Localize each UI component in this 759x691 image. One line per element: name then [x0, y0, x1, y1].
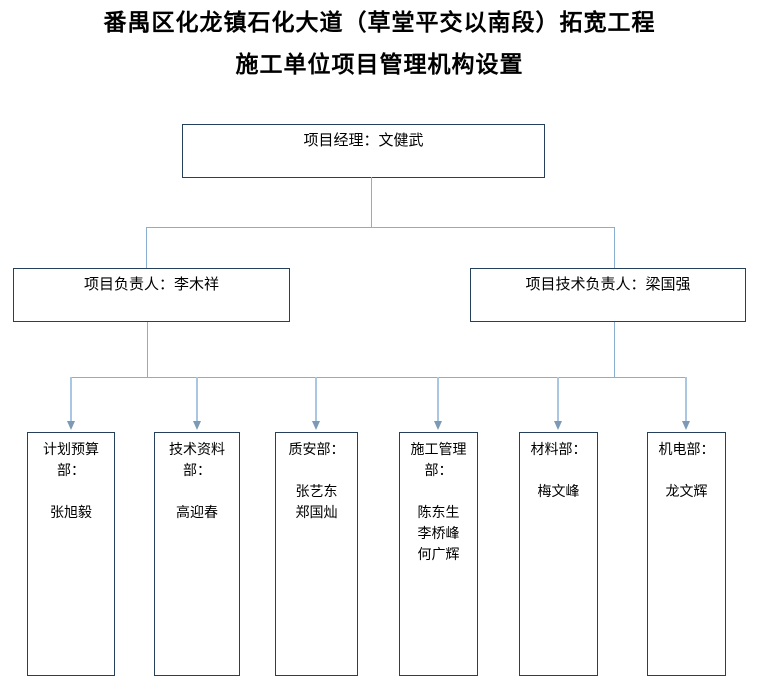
connector-right-manager-drop — [614, 227, 615, 268]
dept-members: 龙文辉 — [658, 482, 715, 503]
node-project-manager-label: 项目经理：文健武 — [303, 133, 424, 149]
node-dept-planning-budget: 计划预算部： 张旭毅 — [27, 432, 115, 676]
arrow-down-icon — [312, 421, 320, 430]
node-dept-materials: 材料部： 梅文峰 — [519, 432, 598, 676]
dept-members: 张艺东 郑国灿 — [286, 482, 347, 524]
dept-members: 梅文峰 — [530, 482, 587, 503]
arrow-stem — [196, 377, 198, 422]
node-technical-leader: 项目技术负责人：梁国强 — [470, 268, 746, 322]
dept-name: 质安部： — [288, 443, 345, 458]
dept-name: 计划预算部： — [43, 443, 99, 479]
member-name: 张艺东 — [295, 485, 338, 500]
connector-root-vertical — [371, 177, 372, 227]
node-project-manager: 项目经理：文健武 — [182, 124, 545, 178]
member-name: 何广辉 — [417, 548, 460, 563]
node-project-leader-label: 项目负责人：李木祥 — [83, 277, 219, 293]
page-title-line1: 番禺区化龙镇石化大道（草堂平交以南段）拓宽工程 — [103, 10, 656, 35]
arrow-down-icon — [682, 421, 690, 430]
dept-name: 材料部： — [530, 443, 587, 458]
arrow-down-icon — [67, 421, 75, 430]
member-name: 郑国灿 — [295, 506, 338, 521]
connector-left-manager-drop — [146, 227, 147, 268]
member-name: 梅文峰 — [537, 485, 580, 500]
node-dept-technical-docs: 技术资料部： 高迎春 — [154, 432, 240, 676]
arrow-stem — [315, 377, 317, 422]
dept-members: 高迎春 — [165, 503, 229, 524]
node-dept-electromechanical: 机电部： 龙文辉 — [647, 432, 726, 676]
connector-departments-horizontal — [71, 377, 686, 378]
dept-name: 机电部： — [658, 443, 715, 458]
arrow-down-icon — [193, 421, 201, 430]
arrow-stem — [557, 377, 559, 422]
dept-name: 技术资料部： — [169, 443, 225, 479]
member-name: 李桥峰 — [417, 527, 460, 542]
page-title-line2: 施工单位项目管理机构设置 — [235, 52, 524, 77]
arrow-stem — [437, 377, 439, 422]
member-name: 陈东生 — [417, 506, 460, 521]
connector-left-manager-down — [147, 322, 148, 377]
node-project-leader: 项目负责人：李木祥 — [13, 268, 290, 322]
arrow-stem — [685, 377, 687, 422]
dept-name: 施工管理部： — [410, 443, 467, 479]
arrow-down-icon — [554, 421, 562, 430]
member-name: 张旭毅 — [50, 506, 92, 521]
node-technical-leader-label: 项目技术负责人：梁国强 — [525, 277, 691, 293]
member-name: 高迎春 — [176, 506, 218, 521]
node-dept-construction-mgmt: 施工管理部： 陈东生 李桥峰 何广辉 — [399, 432, 478, 676]
dept-members: 张旭毅 — [38, 503, 104, 524]
node-dept-quality-safety: 质安部： 张艺东 郑国灿 — [275, 432, 358, 676]
connector-right-manager-down — [614, 322, 615, 377]
connector-level2-horizontal — [146, 227, 615, 228]
arrow-down-icon — [434, 421, 442, 430]
arrow-stem — [70, 377, 72, 422]
dept-members: 陈东生 李桥峰 何广辉 — [410, 503, 467, 566]
member-name: 龙文辉 — [665, 485, 708, 500]
